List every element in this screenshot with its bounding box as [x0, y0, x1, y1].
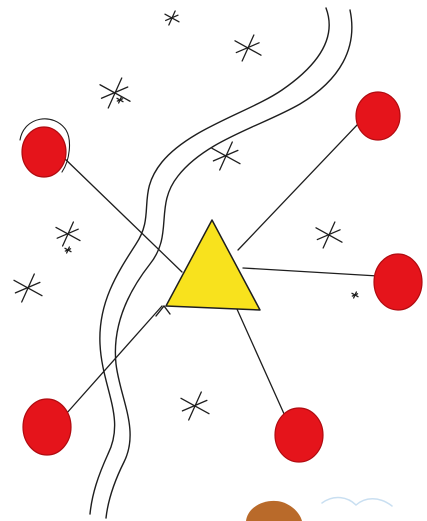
- node-lower-left: [23, 399, 71, 455]
- node-upper-left: [22, 127, 66, 177]
- node-right: [374, 254, 422, 310]
- node-upper-right: [356, 92, 400, 140]
- node-bottom: [275, 408, 323, 462]
